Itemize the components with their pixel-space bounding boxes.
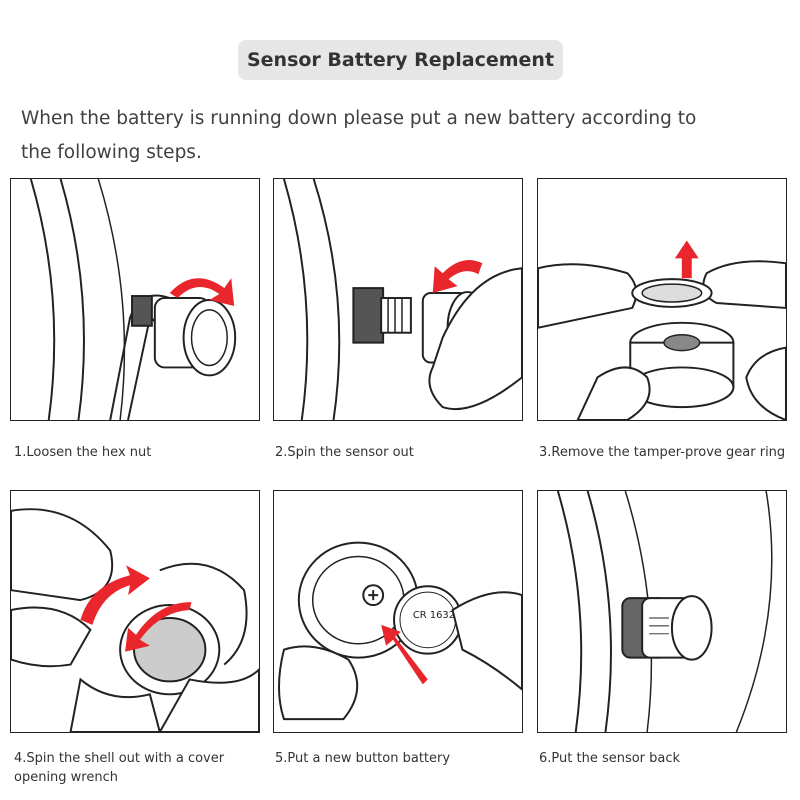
- step-5-caption: 5.Put a new button battery: [275, 751, 451, 766]
- step-1-illustration: [10, 178, 260, 421]
- step-4-caption: 4.Spin the shell out with a cover openin…: [14, 751, 225, 785]
- step-3-illustration: [537, 178, 787, 421]
- rotate-arrow-icon: [125, 602, 192, 652]
- step-6-illustration: [537, 490, 787, 733]
- battery-label: CR 1632: [413, 610, 455, 621]
- step-1-caption: 1.Loosen the hex nut: [14, 445, 152, 460]
- intro-text: When the battery is running down please …: [21, 108, 697, 163]
- insert-arrow-icon: [381, 624, 428, 685]
- page-title: Sensor Battery Replacement: [238, 40, 563, 80]
- rotate-arrow-icon: [169, 278, 235, 306]
- step-4-illustration: [10, 490, 260, 733]
- step-5-illustration: CR 1632: [273, 490, 523, 733]
- step-3-caption: 3.Remove the tamper-prove gear ring: [539, 445, 786, 460]
- step-2-illustration: [273, 178, 523, 421]
- rotate-arrow-icon: [80, 565, 150, 625]
- step-6-caption: 6.Put the sensor back: [539, 751, 681, 766]
- rotate-arrow-icon: [432, 259, 483, 294]
- up-arrow-icon: [674, 240, 699, 279]
- step-2-caption: 2.Spin the sensor out: [275, 445, 414, 460]
